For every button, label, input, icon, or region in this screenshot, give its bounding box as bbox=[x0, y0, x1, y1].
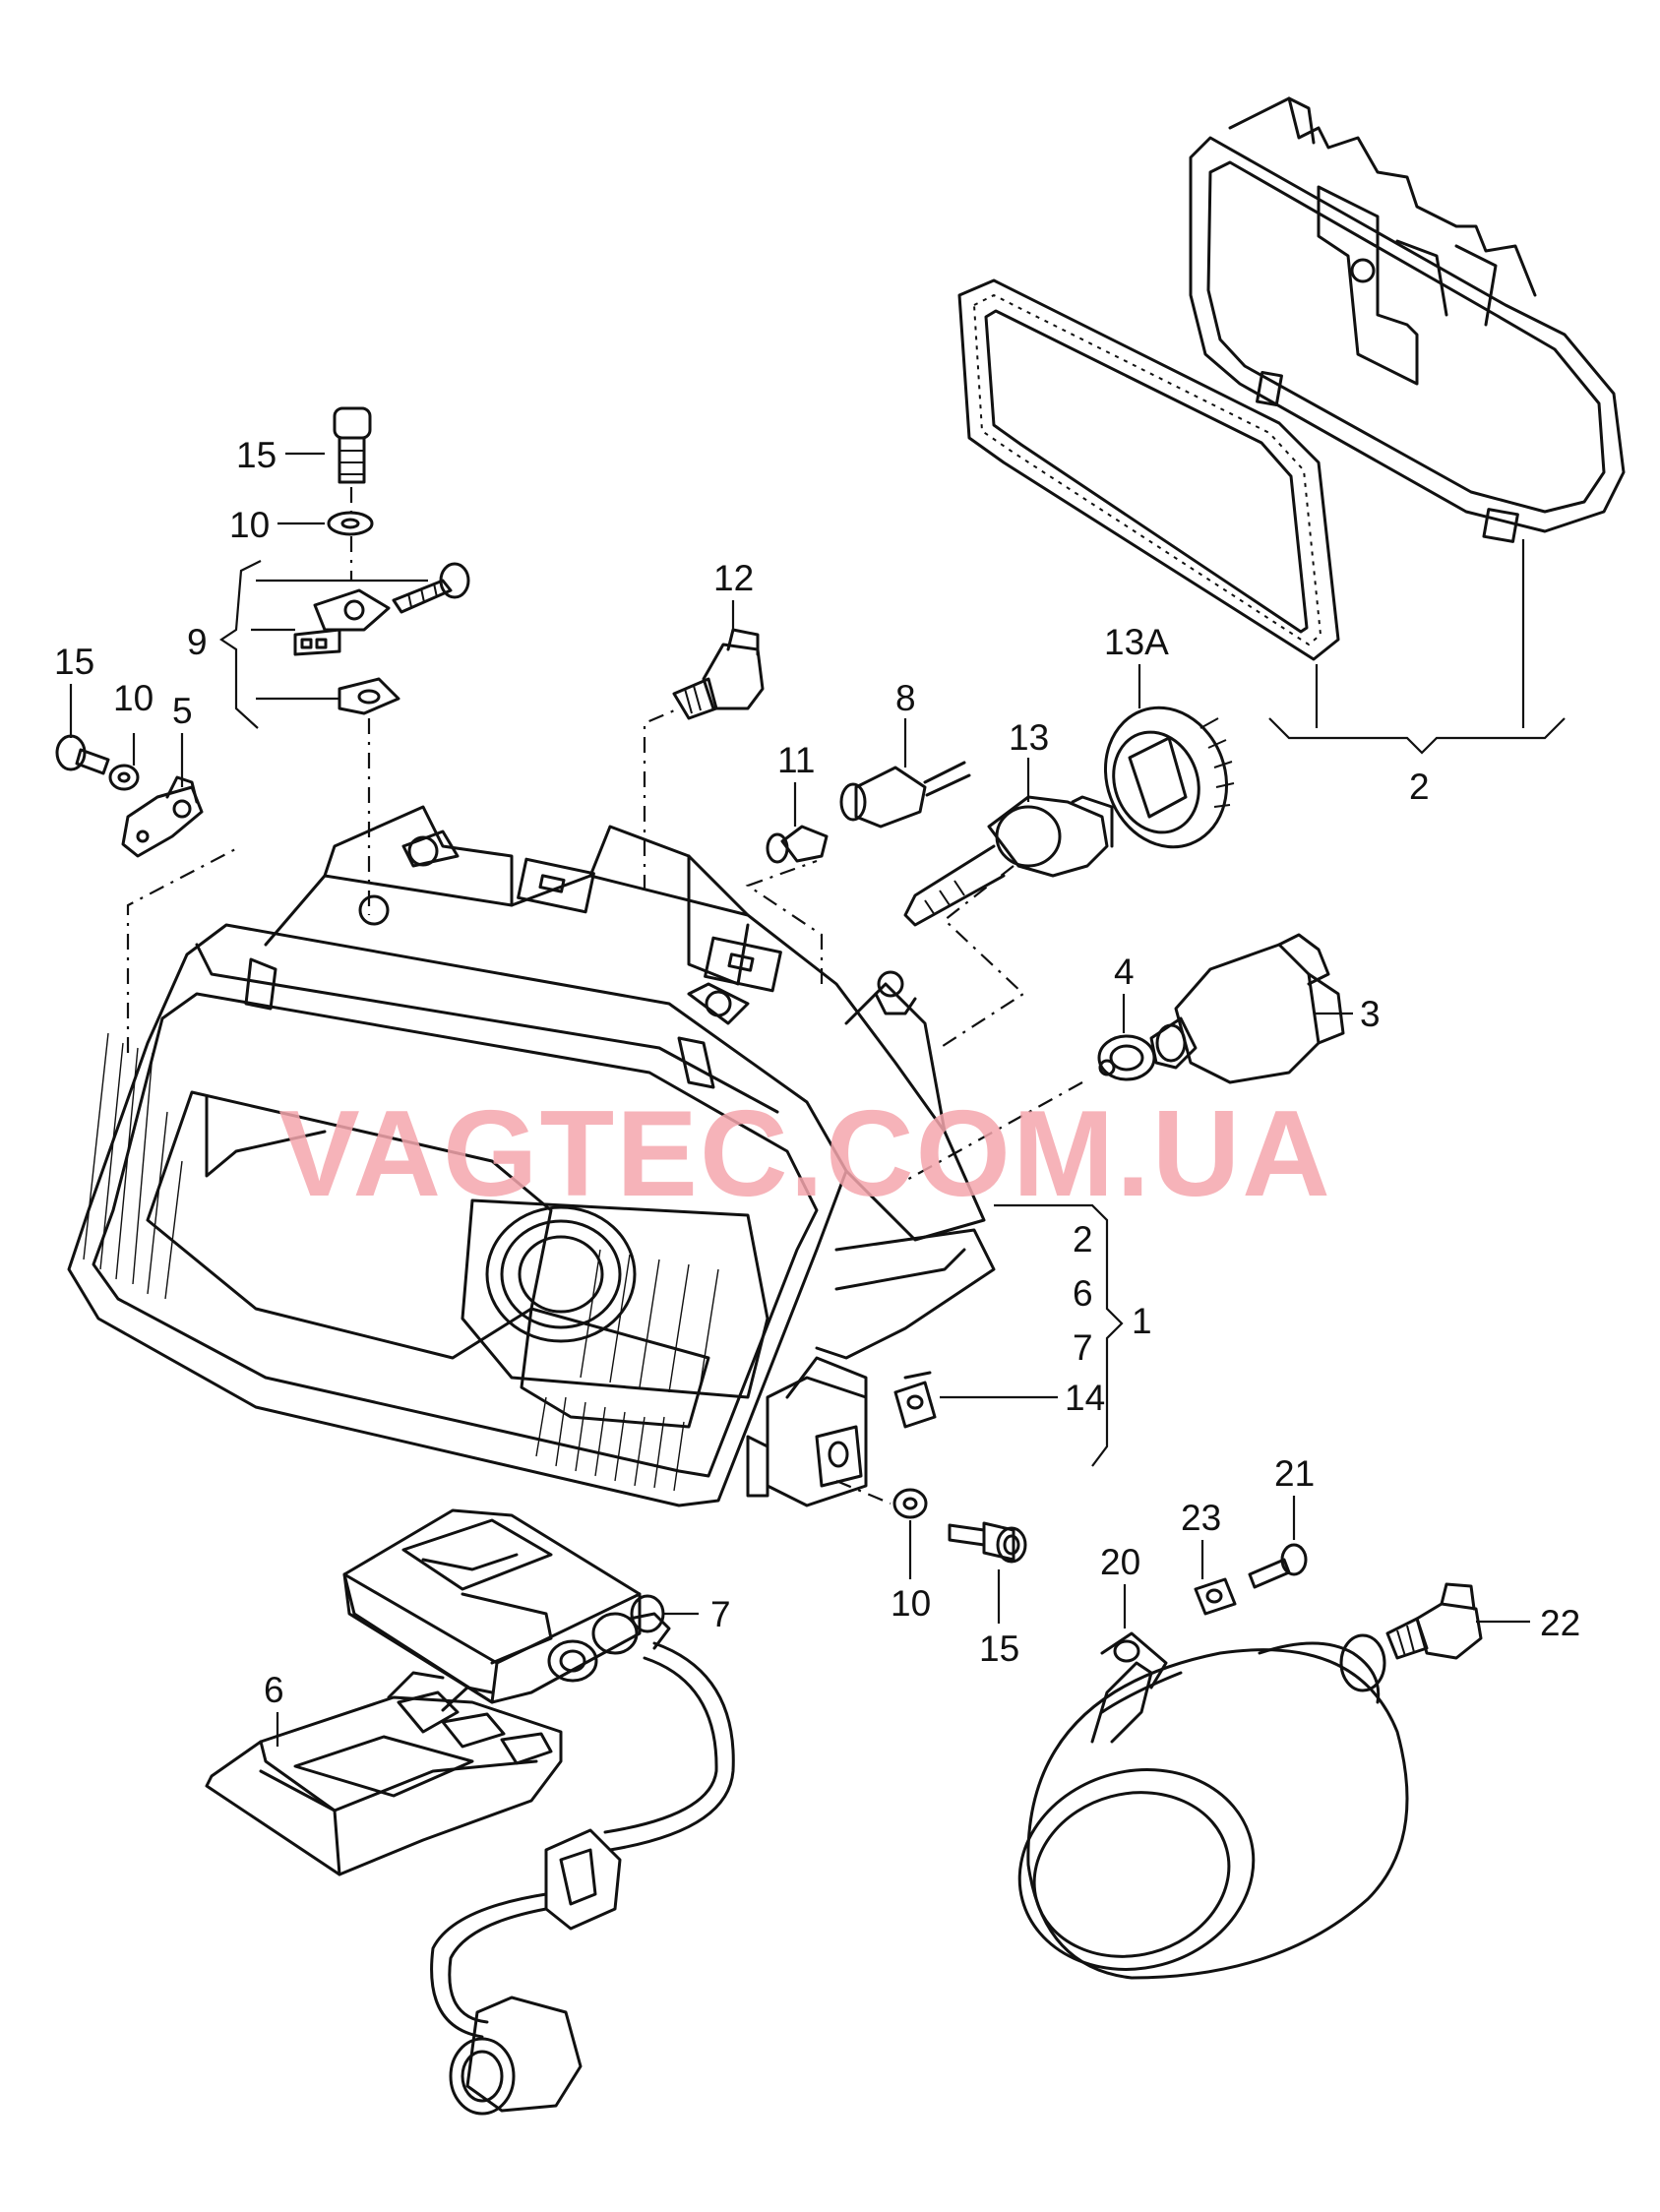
callout-1: 1 bbox=[1132, 1301, 1152, 1341]
callout-4: 4 bbox=[1114, 952, 1135, 992]
callout-23: 23 bbox=[1181, 1498, 1221, 1538]
callout-2: 2 bbox=[1073, 1219, 1093, 1260]
callout-20: 20 bbox=[1100, 1542, 1140, 1582]
callout-6-bracket: 6 bbox=[264, 1670, 284, 1710]
callout-5: 5 bbox=[172, 691, 193, 731]
callout-7-ballast: 7 bbox=[710, 1594, 731, 1634]
callout-14: 14 bbox=[1065, 1378, 1105, 1418]
callout-10-top: 10 bbox=[229, 505, 270, 545]
callout-12: 12 bbox=[713, 558, 754, 598]
watermark-text: VAGTEC.COM.UA bbox=[278, 1086, 1332, 1222]
leader-lines bbox=[69, 452, 1530, 1747]
callout-10-lower: 10 bbox=[891, 1583, 931, 1624]
callout-13a: 13A bbox=[1104, 622, 1169, 662]
callout-labels: 15 10 9 15 10 5 12 8 11 13 13A 2 4 3 2 6… bbox=[54, 435, 1580, 1710]
callout-13: 13 bbox=[1009, 717, 1049, 758]
callout-22: 22 bbox=[1540, 1603, 1580, 1643]
callout-6: 6 bbox=[1073, 1273, 1093, 1314]
callout-21: 21 bbox=[1274, 1453, 1315, 1494]
callout-2-top: 2 bbox=[1409, 767, 1430, 807]
callout-11: 11 bbox=[777, 740, 815, 780]
rear-cover-assembly bbox=[957, 96, 1626, 755]
headlamp-assembly bbox=[67, 805, 996, 1507]
callout-3: 3 bbox=[1360, 994, 1381, 1034]
assembly-lines bbox=[126, 487, 1083, 1505]
callout-15-lower: 15 bbox=[979, 1628, 1019, 1669]
callout-9: 9 bbox=[187, 622, 208, 662]
upper-fasteners bbox=[55, 406, 470, 858]
callout-15-top: 15 bbox=[236, 435, 277, 475]
callout-7: 7 bbox=[1073, 1327, 1093, 1368]
callout-15-left: 15 bbox=[54, 642, 94, 682]
fog-lamp-assembly bbox=[1017, 1543, 1483, 1980]
bulbs-and-connectors bbox=[672, 628, 1345, 1564]
callout-8: 8 bbox=[895, 678, 916, 718]
callout-10-left: 10 bbox=[113, 678, 154, 718]
ballast-unit bbox=[205, 1508, 735, 2116]
lens-hatching bbox=[83, 1032, 719, 1492]
